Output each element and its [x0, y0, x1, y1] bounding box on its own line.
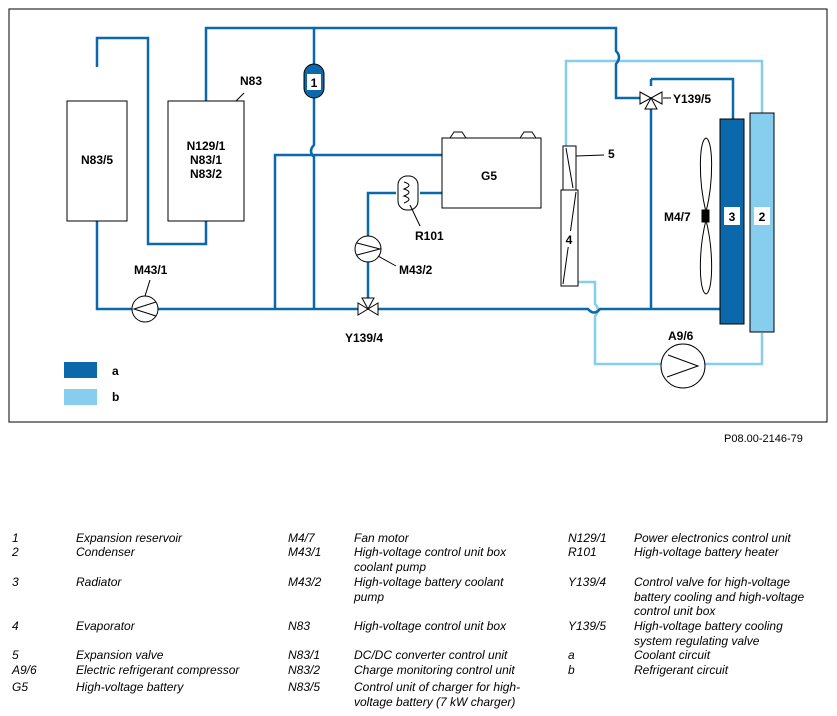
fan-motor-m4-7 — [699, 137, 713, 295]
battery-heater-r101 — [397, 175, 419, 211]
coolant-lines — [95, 26, 735, 314]
battery-coolant-pump-m43-2 — [354, 235, 382, 263]
m4-7-label: M4/7 — [664, 210, 691, 224]
m43-1-label: M43/1 — [134, 263, 168, 277]
a9-6-label: A9/6 — [668, 329, 694, 343]
refrigerant-swatch — [64, 389, 97, 405]
charger-control-unit-n83-5 — [66, 100, 128, 222]
figure-reference: P08.00-2146-79 — [724, 433, 803, 445]
swatch-b-label: b — [112, 390, 119, 404]
n83-2-label: N83/2 — [190, 167, 222, 181]
condenser-number: 2 — [759, 210, 766, 224]
radiator-number: 3 — [729, 210, 736, 224]
control-valve-y139-4 — [357, 297, 379, 316]
legend-column-2: M4/7 Fan motor M43/1 High-voltage contro… — [288, 531, 521, 709]
refrigerant-compressor-a9-6 — [660, 343, 706, 389]
control-unit-box-coolant-pump-m43-1 — [131, 295, 159, 323]
diagram-frame — [8, 8, 828, 423]
legend-column-1: 1 Expansion reservoir 2 Condenser 3 Radi… — [12, 531, 240, 694]
y139-5-label: Y139/5 — [673, 92, 711, 106]
evaporator-number: 4 — [566, 233, 573, 247]
valve-number: 5 — [608, 147, 615, 161]
coolant-swatch — [64, 362, 97, 378]
n83-5-label: N83/5 — [81, 153, 113, 167]
hv-control-unit-box-n83 — [167, 100, 245, 222]
hv-battery-g5 — [441, 131, 542, 209]
swatch-a-label: a — [112, 364, 119, 378]
n129-1-label: N129/1 — [187, 139, 226, 153]
g5-label: G5 — [481, 169, 497, 183]
reservoir-number: 1 — [311, 76, 318, 90]
y139-4-label: Y139/4 — [345, 331, 383, 345]
n83-label: N83 — [240, 74, 262, 88]
regulating-valve-y139-5 — [639, 91, 663, 110]
legend-column-3: N129/1 Power electronics control unit R1… — [568, 531, 805, 677]
r101-label: R101 — [415, 229, 444, 243]
m43-2-label: M43/2 — [399, 263, 433, 277]
circuit-diagram: N83/5 N83 N129/1 N83/1 N83/2 1 G5 R101 M… — [8, 8, 828, 423]
n83-1-label: N83/1 — [190, 153, 222, 167]
